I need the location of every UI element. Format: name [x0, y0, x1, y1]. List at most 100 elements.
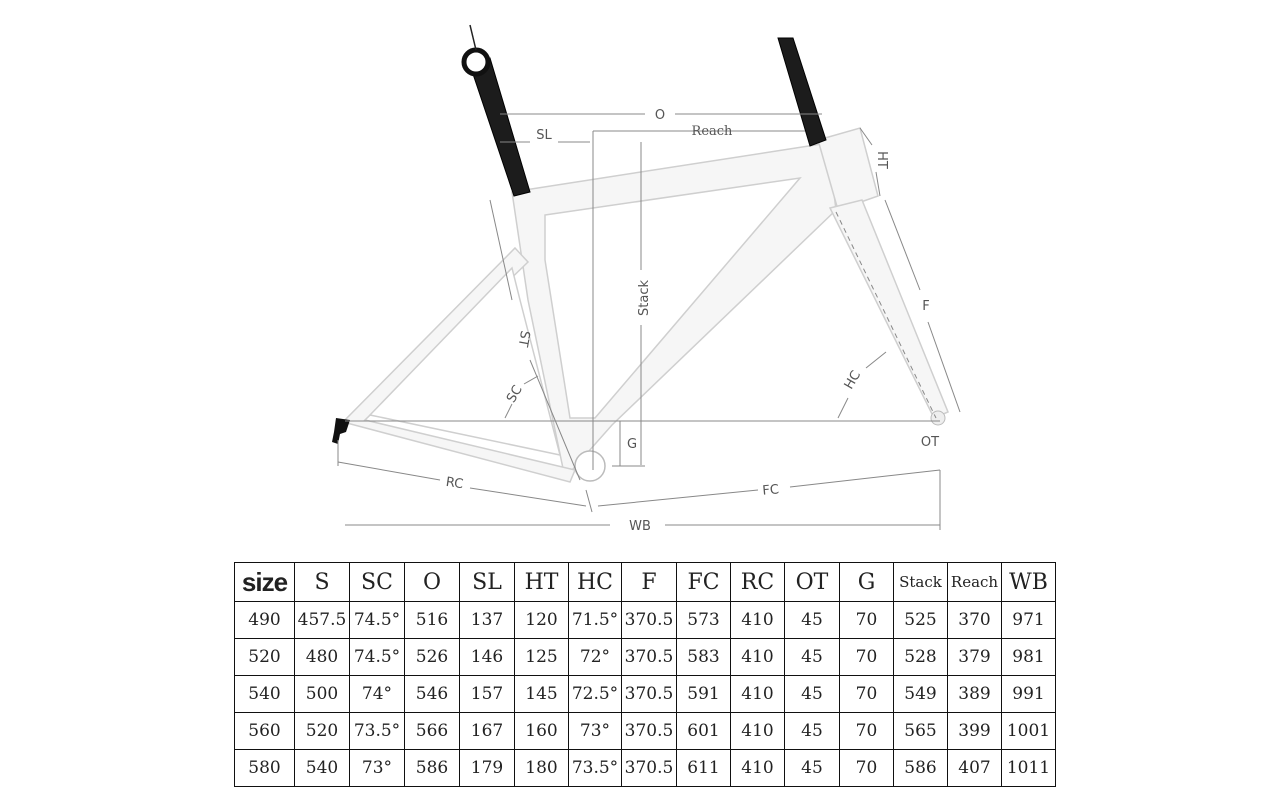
cell-reach: 399 — [947, 712, 1002, 750]
cell-rc: 410 — [730, 638, 785, 676]
header-f: F — [621, 562, 677, 602]
label-f: F — [922, 299, 929, 314]
cell-stack: 565 — [893, 712, 948, 750]
cell-s: 480 — [294, 638, 350, 676]
derailleur-hanger — [332, 418, 350, 444]
cell-hc: 72.5° — [568, 675, 622, 713]
header-o: O — [404, 562, 460, 602]
cell-ht: 125 — [514, 638, 569, 676]
cell-f: 370.5 — [621, 601, 677, 639]
cell-reach: 389 — [947, 675, 1002, 713]
cell-ht: 120 — [514, 601, 569, 639]
frame-geometry-diagram: O SL Reach HT Stack F ST SC HC G OT RC F… — [332, 24, 961, 534]
label-wb: WB — [629, 519, 651, 534]
cell-hc: 71.5° — [568, 601, 622, 639]
cell-ot: 45 — [784, 749, 840, 787]
header-sc: SC — [349, 562, 405, 602]
cell-rc: 410 — [730, 749, 785, 787]
header-reach: Reach — [947, 562, 1002, 602]
cell-size: 520 — [234, 638, 295, 676]
cell-wb: 991 — [1001, 675, 1056, 713]
cell-sl: 157 — [459, 675, 515, 713]
cell-wb: 1001 — [1001, 712, 1056, 750]
cell-sc: 74° — [349, 675, 405, 713]
cell-hc: 72° — [568, 638, 622, 676]
cell-sc: 74.5° — [349, 601, 405, 639]
dimension-labels: O SL Reach HT Stack F ST SC HC G OT RC F… — [445, 108, 939, 534]
steerer-tube — [777, 37, 827, 147]
cell-ot: 45 — [784, 638, 840, 676]
header-size: size — [234, 562, 295, 602]
cell-size: 560 — [234, 712, 295, 750]
header-hc: HC — [568, 562, 622, 602]
cell-g: 70 — [839, 675, 894, 713]
label-stack: Stack — [637, 280, 652, 316]
geometry-table: size S SC O SL HT HC F FC RC OT G Stack … — [234, 562, 1056, 787]
seatpost — [469, 57, 531, 197]
cell-stack: 528 — [893, 638, 948, 676]
cell-ot: 45 — [784, 675, 840, 713]
header-s: S — [294, 562, 350, 602]
cell-o: 546 — [404, 675, 460, 713]
cell-ht: 145 — [514, 675, 569, 713]
header-ot: OT — [784, 562, 840, 602]
cell-s: 457.5 — [294, 601, 350, 639]
header-g: G — [839, 562, 894, 602]
cell-ot: 45 — [784, 601, 840, 639]
cell-stack: 549 — [893, 675, 948, 713]
cell-g: 70 — [839, 749, 894, 787]
main-triangle-opening — [544, 176, 802, 419]
cell-hc: 73.5° — [568, 749, 622, 787]
label-g: G — [627, 437, 637, 452]
fork — [828, 199, 949, 419]
cell-g: 70 — [839, 638, 894, 676]
cell-sc: 74.5° — [349, 638, 405, 676]
label-o: O — [655, 108, 665, 123]
cell-stack: 586 — [893, 749, 948, 787]
cell-size: 580 — [234, 749, 295, 787]
table-header-row: size S SC O SL HT HC F FC RC OT G Stack … — [234, 562, 1056, 602]
cell-ht: 160 — [514, 712, 569, 750]
cell-f: 370.5 — [621, 712, 677, 750]
cell-reach: 407 — [947, 749, 1002, 787]
front-dropout — [930, 410, 946, 426]
header-rc: RC — [730, 562, 785, 602]
cell-ot: 45 — [784, 712, 840, 750]
cell-g: 70 — [839, 712, 894, 750]
cell-o: 566 — [404, 712, 460, 750]
cell-size: 490 — [234, 601, 295, 639]
cell-sl: 146 — [459, 638, 515, 676]
label-ht: HT — [874, 151, 889, 169]
label-rc: RC — [445, 475, 464, 492]
cell-fc: 573 — [676, 601, 731, 639]
header-ht: HT — [514, 562, 569, 602]
seat-rail — [469, 24, 477, 51]
cell-sc: 73.5° — [349, 712, 405, 750]
cell-s: 500 — [294, 675, 350, 713]
cell-ht: 180 — [514, 749, 569, 787]
cell-fc: 601 — [676, 712, 731, 750]
cell-sl: 179 — [459, 749, 515, 787]
cell-g: 70 — [839, 601, 894, 639]
head-tube — [817, 127, 879, 211]
cell-sl: 167 — [459, 712, 515, 750]
cell-hc: 73° — [568, 712, 622, 750]
cell-size: 540 — [234, 675, 295, 713]
label-sl: SL — [536, 128, 552, 143]
dimension-lines — [337, 113, 961, 530]
cell-reach: 370 — [947, 601, 1002, 639]
header-wb: WB — [1001, 562, 1056, 602]
cell-o: 586 — [404, 749, 460, 787]
cell-wb: 971 — [1001, 601, 1056, 639]
header-fc: FC — [676, 562, 731, 602]
cell-fc: 591 — [676, 675, 731, 713]
cell-f: 370.5 — [621, 675, 677, 713]
cell-wb: 1011 — [1001, 749, 1056, 787]
cell-rc: 410 — [730, 712, 785, 750]
cell-s: 520 — [294, 712, 350, 750]
